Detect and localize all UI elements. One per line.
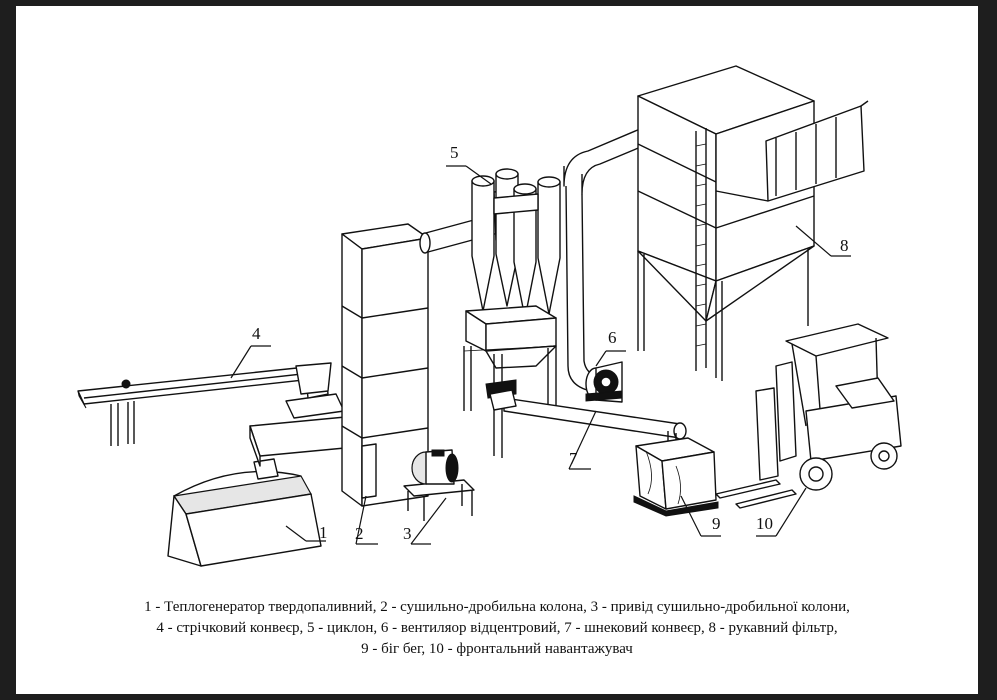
label-5: 5: [450, 143, 459, 162]
belt-conveyor: [77, 362, 332, 446]
bag-filter: [637, 65, 869, 381]
drying-column: [341, 223, 429, 507]
big-bag: [633, 437, 719, 517]
label-7: 7: [569, 449, 578, 468]
caption-line-3: 9 - біг бег, 10 - фронтальний навантажув…: [361, 641, 633, 657]
cyclone-group: [471, 168, 561, 319]
label-10: 10: [756, 514, 773, 533]
label-4: 4: [252, 324, 261, 343]
cyclone-frame: [463, 305, 557, 458]
caption-line-2: 4 - стрічковий конвеєр, 5 - циклон, 6 - …: [156, 620, 838, 636]
front-loader: [715, 323, 902, 509]
centrifugal-fan: [585, 361, 623, 403]
label-6: 6: [608, 328, 617, 347]
equipment-scheme: 1 2 3 4 5 6 7 8 9 10: [77, 65, 902, 567]
label-2: 2: [355, 524, 364, 543]
label-8: 8: [840, 236, 849, 255]
heat-generator: [167, 458, 322, 567]
leader-lines: [230, 165, 851, 545]
label-3: 3: [403, 524, 412, 543]
label-9: 9: [712, 514, 721, 533]
figure-sheet: 1 2 3 4 5 6 7 8 9 10 1 - Теплогенератор …: [16, 6, 978, 694]
figure-caption: 1 - Теплогенератор твердопаливний, 2 - с…: [16, 597, 978, 660]
column-drive: [403, 449, 475, 521]
caption-line-1: 1 - Теплогенератор твердопаливний, 2 - с…: [144, 599, 850, 615]
label-1: 1: [319, 523, 328, 542]
